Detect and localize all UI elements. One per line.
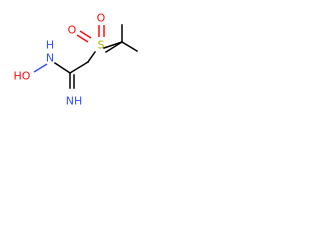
atom-sulfur: S [98, 39, 105, 52]
bond-c-nh-oh [53, 61, 72, 75]
atom-hydroxyl: HO [14, 70, 31, 83]
atom-amine-h: H [46, 39, 54, 52]
bond-s-ch2 [86, 50, 97, 64]
bond-s-tbutyl [103, 41, 123, 49]
molecule-structure: S O O HO N H NH [14, 12, 139, 108]
atom-amine-n: N [46, 52, 54, 65]
bond-c-methyl-right [120, 40, 139, 53]
atom-imine: NH [66, 95, 83, 108]
atom-oxygen-left: O [68, 24, 77, 37]
bond-s-o-left-2 [76, 34, 89, 43]
atom-oxygen-right: O [97, 12, 106, 25]
bond-s-o-left-1 [79, 30, 92, 39]
bond-n-o [33, 63, 48, 73]
bond-ch2-c [68, 60, 90, 75]
